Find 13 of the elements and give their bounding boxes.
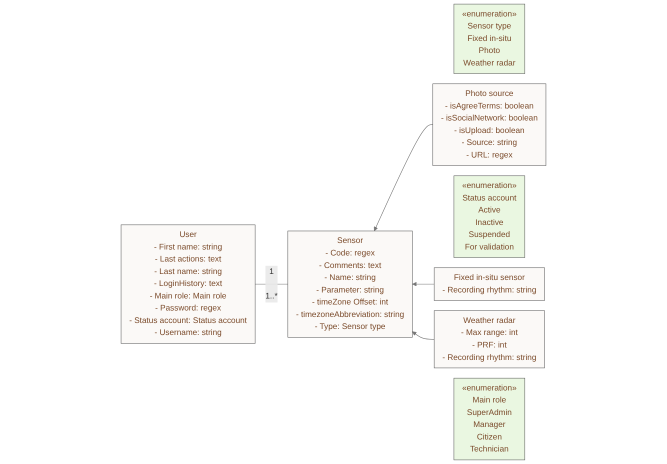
node-box: Weather radar - Max range: int - PRF: int - Recording rhythm: string bbox=[434, 310, 545, 368]
node-box: Photo source - isAgreeTerms: boolean - isSocialNetwork: boolean - isUpload: boolean - Source: string - URL: regex bbox=[432, 84, 546, 166]
node-box: «enumeration» Status account Active Inactive Suspended For validation bbox=[454, 176, 526, 258]
node-box: Sensor - Code: regex - Comments: text - Name: string - Parameter: string - timeZone Offset: int - timezoneAbbreviation: string - Type: Sensor type bbox=[288, 230, 413, 338]
node-box: Fixed in-situ sensor - Recording rhythm: string bbox=[434, 268, 545, 301]
node-box: «enumeration» Sensor type Fixed in-situ Photo Weather radar bbox=[454, 4, 526, 74]
arrow bbox=[412, 282, 434, 286]
arrow bbox=[374, 124, 434, 232]
node-box: «enumeration» Main role SuperAdmin Manager Citizen Technician bbox=[454, 378, 526, 460]
label: 1 bbox=[269, 267, 274, 276]
node-box: User - First name: string - Last actions: text - Last name: string - LoginHistory: text - Main role: Main role - Password: regex - Status account: Status account - Username: string bbox=[120, 224, 256, 344]
arrow bbox=[412, 331, 434, 340]
label: 1..* bbox=[265, 292, 278, 300]
